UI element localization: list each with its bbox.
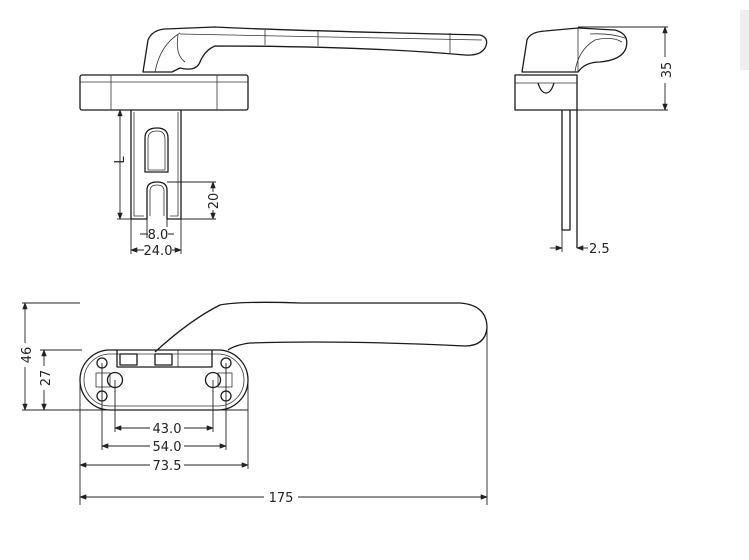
dim-slot-depth: 20 bbox=[207, 193, 222, 210]
label-mask bbox=[150, 420, 184, 435]
hole-boss bbox=[217, 372, 233, 388]
side-rose bbox=[514, 74, 578, 111]
rose-notch bbox=[537, 82, 555, 94]
label-mask bbox=[264, 489, 298, 504]
plan-view: 46 27 43.0 54.0 73.5 175 bbox=[18, 301, 488, 506]
dim-outer-hole-spacing: 54.0 bbox=[153, 440, 182, 455]
label-mask bbox=[150, 438, 184, 453]
dim-plate-width: 27 bbox=[39, 370, 54, 387]
side-lever bbox=[521, 27, 628, 73]
front-view: L 20 8.0 24.0 bbox=[79, 26, 488, 259]
label-mask bbox=[150, 457, 184, 472]
rose-recess bbox=[116, 350, 213, 368]
dim-length-label: L bbox=[113, 156, 128, 164]
front-rose bbox=[79, 74, 249, 111]
label-mask bbox=[206, 192, 220, 210]
spindle-inner-line bbox=[133, 112, 179, 217]
label-mask bbox=[37, 366, 51, 390]
front-spindle bbox=[130, 110, 182, 220]
dim-slot-width: 8.0 bbox=[148, 228, 169, 243]
plan-lever bbox=[154, 301, 488, 353]
dim-total-length: 175 bbox=[269, 491, 294, 506]
side-view: 35 2.5 bbox=[514, 26, 675, 257]
keyhole-slot bbox=[144, 127, 169, 173]
dim-height: 35 bbox=[660, 62, 675, 79]
scroll-edge bbox=[740, 10, 749, 70]
dim-spindle-width: 24.0 bbox=[144, 244, 173, 259]
label-mask bbox=[148, 227, 168, 240]
rose-slot bbox=[119, 353, 138, 366]
label-mask bbox=[658, 57, 674, 83]
hole-boss bbox=[95, 372, 111, 388]
keyhole-slot-inner bbox=[147, 130, 166, 171]
dim-spindle-thickness: 2.5 bbox=[589, 242, 610, 257]
dim-inner-hole-spacing: 43.0 bbox=[153, 422, 182, 437]
side-lever-detail bbox=[574, 28, 626, 73]
label-mask bbox=[144, 243, 172, 257]
dim-total-width: 46 bbox=[20, 347, 35, 364]
side-spindle bbox=[561, 110, 578, 248]
label-mask bbox=[18, 343, 32, 367]
rose-slot bbox=[154, 353, 173, 366]
front-lever bbox=[142, 26, 488, 73]
front-lever-detail bbox=[154, 30, 483, 73]
dim-plate-length: 73.5 bbox=[153, 459, 182, 474]
